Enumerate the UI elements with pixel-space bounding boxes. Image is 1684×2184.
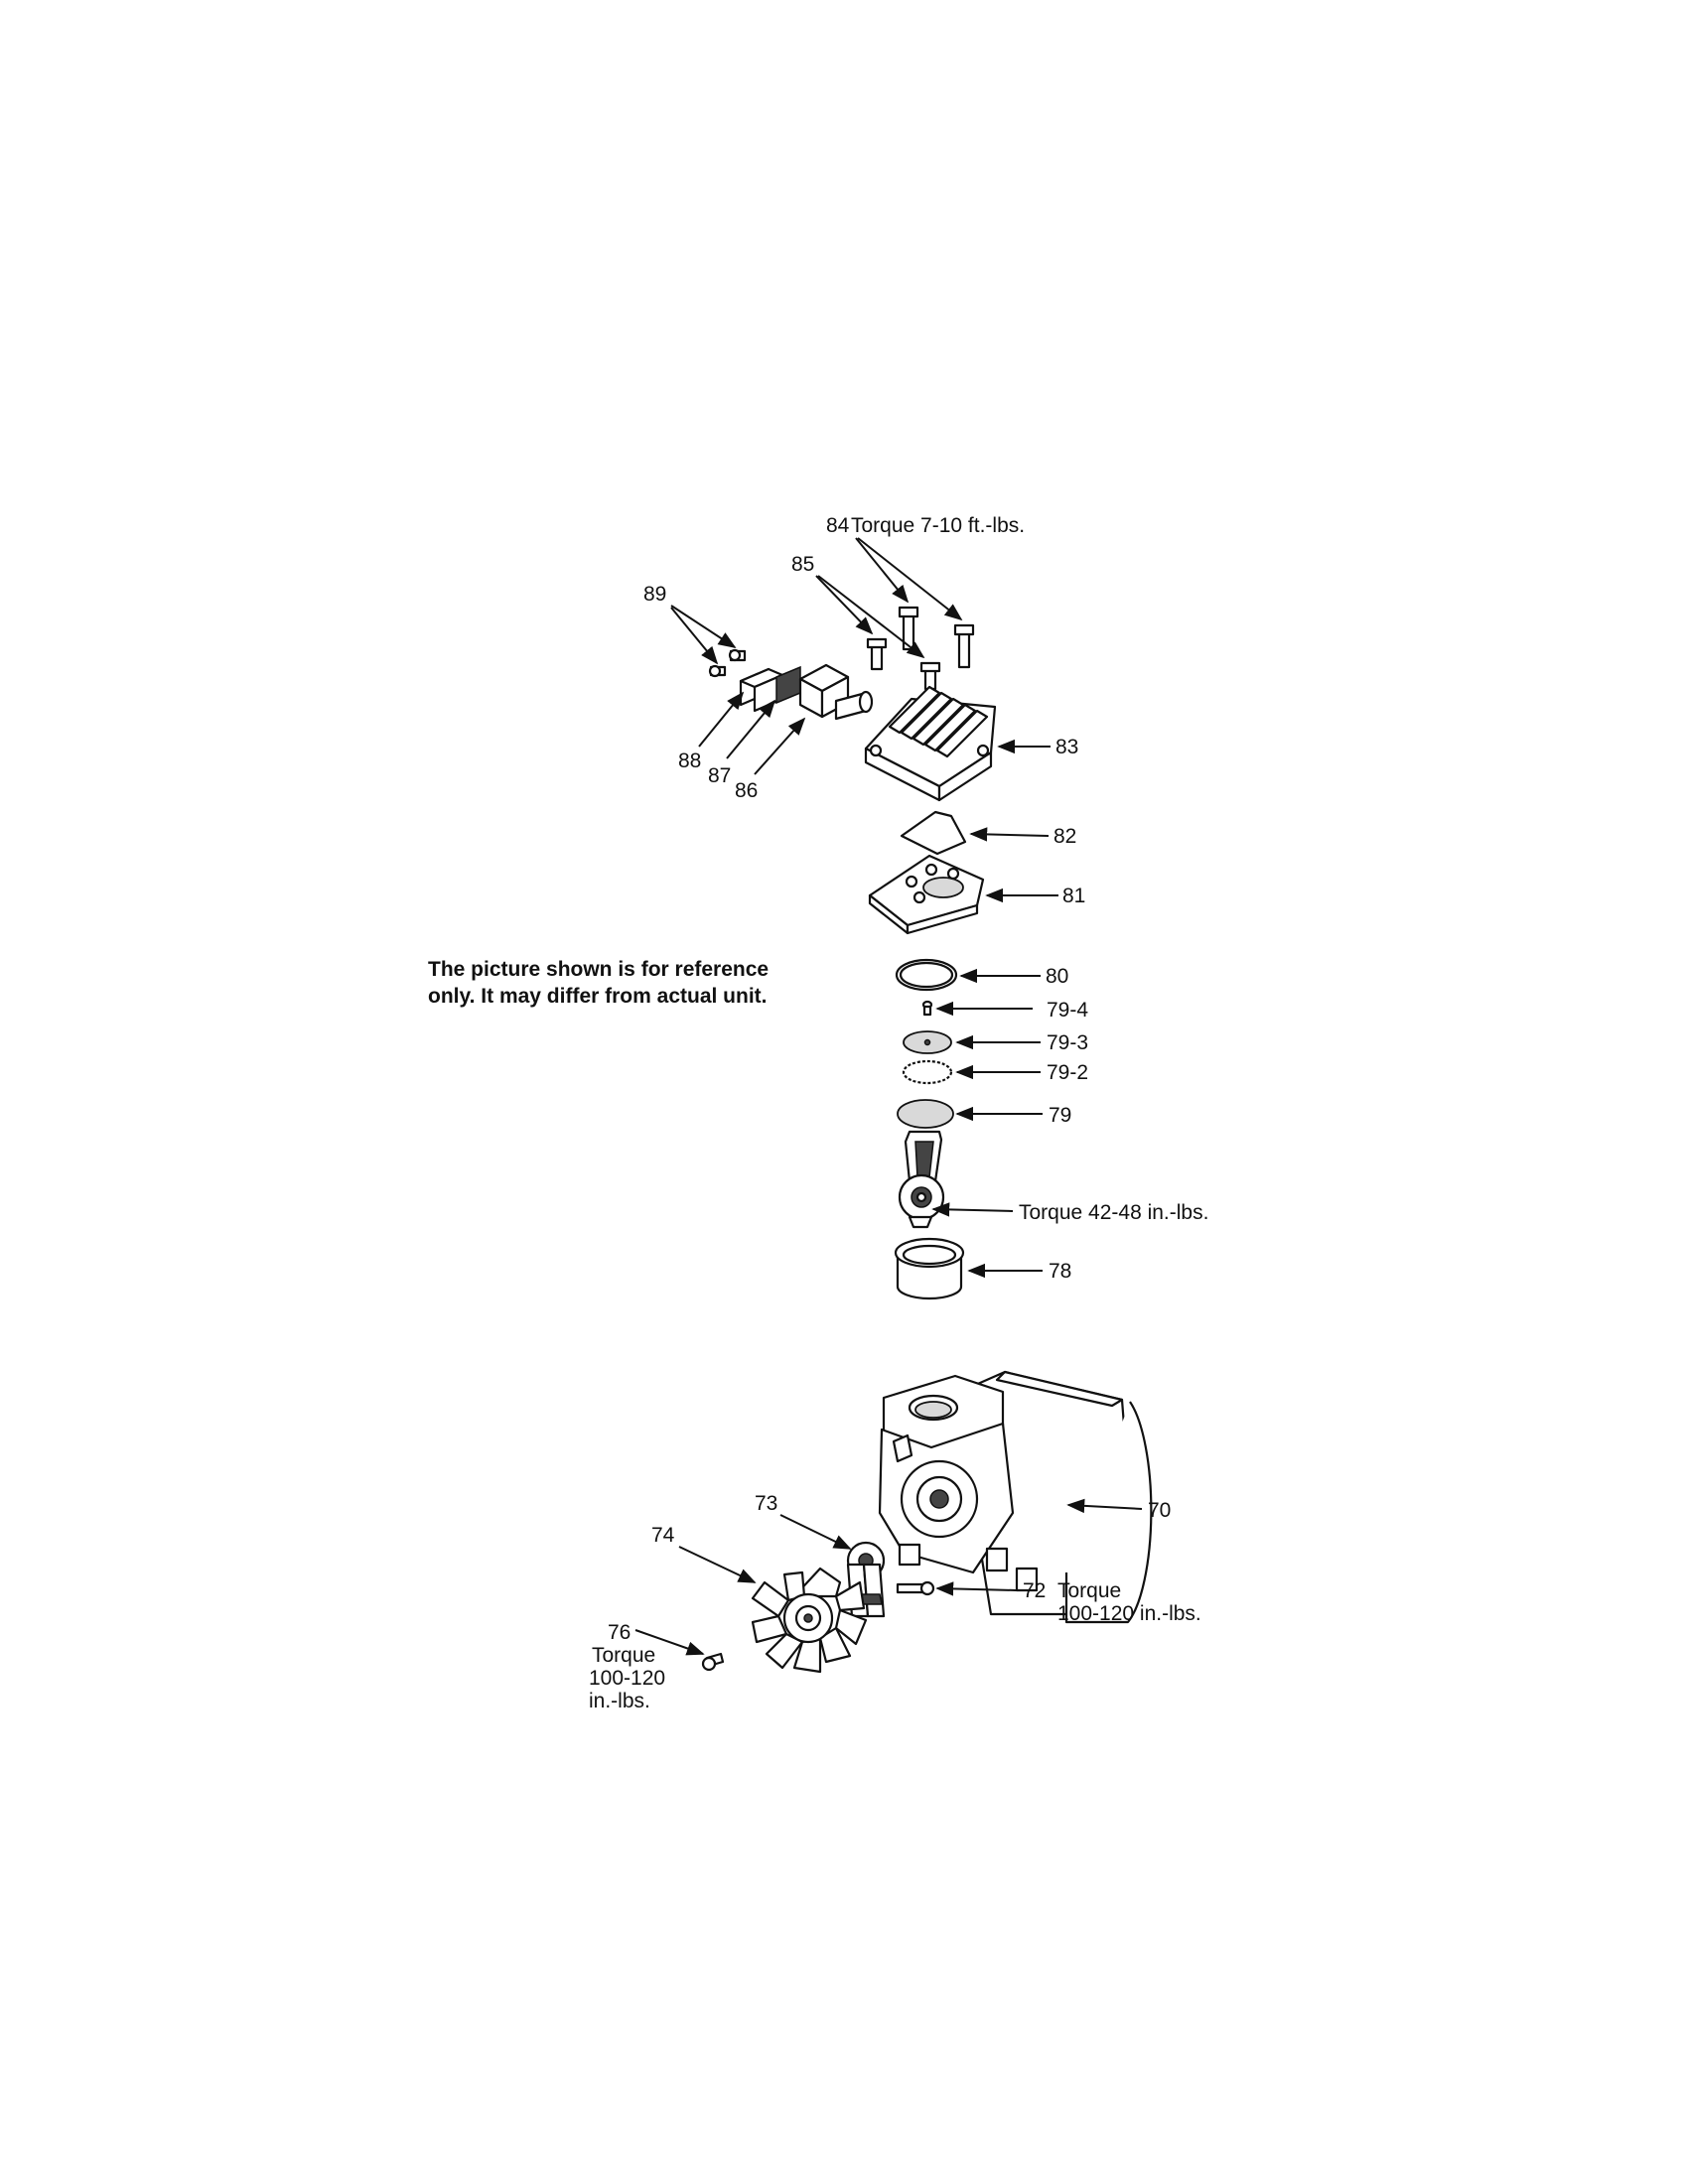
label-79-2: 79-2 <box>1047 1061 1088 1084</box>
part-83-cylinder-head <box>864 685 997 802</box>
label-76-torque-1: Torque <box>592 1644 655 1667</box>
label-79: 79 <box>1049 1104 1071 1127</box>
part-74-fan <box>751 1567 868 1674</box>
label-73: 73 <box>755 1492 777 1515</box>
part-79-2-piston-cup <box>902 1059 953 1085</box>
label-70: 70 <box>1148 1499 1171 1522</box>
label-78: 78 <box>1049 1260 1071 1283</box>
label-86: 86 <box>735 779 758 802</box>
part-78-cylinder-sleeve <box>894 1237 965 1300</box>
label-87: 87 <box>708 764 731 787</box>
part-79-connecting-rod <box>897 1099 954 1229</box>
label-81: 81 <box>1062 885 1085 907</box>
label-rod-torque: Torque 42-48 in.-lbs. <box>1019 1201 1208 1224</box>
label-76: 76 <box>608 1621 631 1644</box>
part-87-filter-element <box>775 665 801 705</box>
part-85-head-bolts <box>866 637 941 691</box>
label-84: 84 <box>826 514 850 537</box>
part-72-screw <box>896 1580 935 1596</box>
part-84-head-bolts <box>898 606 975 669</box>
label-76-torque-2: 100-120 <box>589 1667 665 1690</box>
label-83: 83 <box>1055 736 1078 758</box>
label-74: 74 <box>651 1524 675 1547</box>
part-70-crankcase-motor <box>878 1370 1153 1624</box>
reference-note-line-2: only. It may differ from actual unit. <box>428 985 768 1008</box>
reference-note-line-1: The picture shown is for reference <box>428 958 769 981</box>
part-89-screws <box>708 648 747 678</box>
label-84-torque: Torque 7-10 ft.-lbs. <box>851 514 1025 537</box>
part-79-4-screw <box>921 1000 933 1017</box>
label-80: 80 <box>1046 965 1068 988</box>
label-72: 72 <box>1023 1579 1046 1602</box>
label-89: 89 <box>643 583 666 606</box>
label-88: 88 <box>678 750 701 772</box>
label-85: 85 <box>791 553 814 576</box>
label-79-4: 79-4 <box>1047 999 1088 1022</box>
part-86-filter-housing <box>798 663 874 721</box>
part-79-3-retainer <box>903 1030 952 1054</box>
label-79-3: 79-3 <box>1047 1031 1088 1054</box>
part-81-valve-plate <box>868 854 985 935</box>
label-82: 82 <box>1053 825 1076 848</box>
label-72-torque-1: Torque <box>1057 1579 1121 1602</box>
part-76-screw <box>701 1652 725 1672</box>
label-72-torque-2: 100-120 in.-lbs. <box>1057 1602 1201 1625</box>
part-80-o-ring <box>895 958 958 992</box>
part-82-head-gasket <box>900 810 967 856</box>
label-76-torque-3: in.-lbs. <box>589 1690 650 1712</box>
